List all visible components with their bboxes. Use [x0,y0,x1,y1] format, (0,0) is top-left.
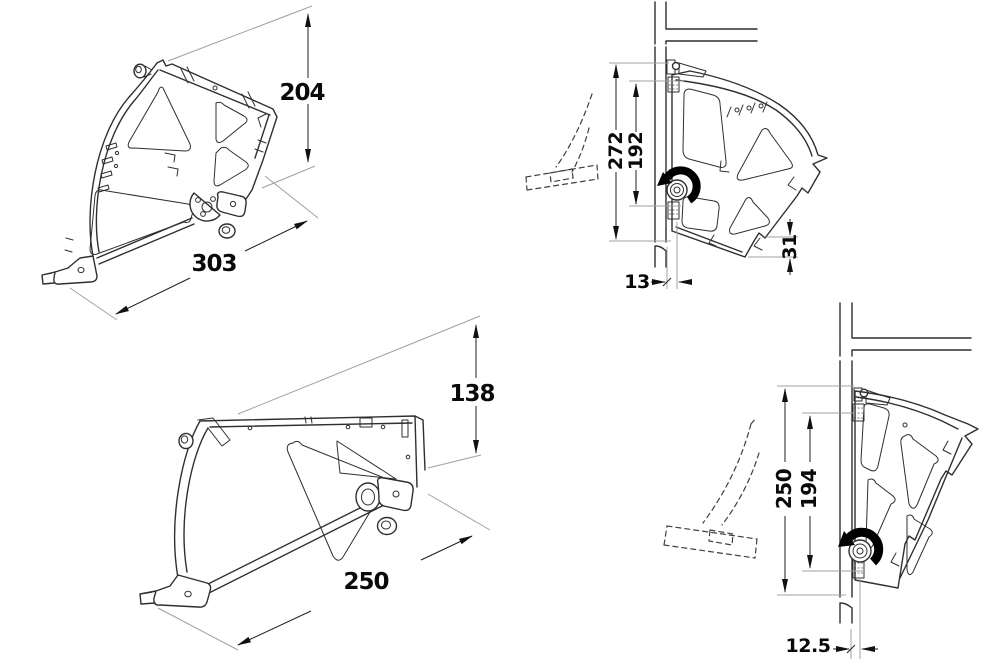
dim-label-bottom-31: 31 [779,234,801,259]
extension-lines [609,62,798,289]
cabinet-panel [839,302,972,624]
pivot-axis-bearing [848,539,872,563]
scale-dot [734,107,740,113]
dim-line-length-left [115,277,191,315]
screw-hole [247,425,253,431]
dim-label-large-height: 204 [279,80,324,106]
flap-plate-cutouts [860,403,952,576]
dim-label-spacing-192: 192 [625,132,647,170]
screw-hole [345,424,351,430]
dim-label-small-height: 138 [449,381,494,407]
dim-label-overall-250: 250 [772,469,796,509]
fixing-stud [376,516,398,536]
plate-cutouts [89,86,249,255]
dim-label-offset-13: 13 [624,271,649,293]
fixing-stud [218,223,236,239]
pivot-hub [189,191,247,222]
flap-plate-outline [854,390,979,589]
rotation-arrow-icon [657,166,701,204]
flap-plate-outline [671,70,828,258]
screw-hole [902,422,908,428]
plate-cutouts [286,440,397,561]
view-large-bracket-iso: 204 303 [41,5,326,321]
view-small-bracket-installed: 250 194 12.5 [663,302,979,659]
extension-lines [777,385,865,659]
bracket-outline [173,415,426,595]
bracket-plate-outline [89,59,278,265]
dim-12-5-tick [846,644,856,654]
dim-label-spacing-194: 194 [797,469,821,509]
guide-pin [178,432,194,450]
guide-pin [133,63,153,79]
edge-details [197,416,409,447]
angle-scale-ticks [726,101,768,118]
scale-dot [746,105,752,111]
dim-label-small-length: 250 [343,569,388,595]
dim-label-large-length: 303 [191,251,236,277]
scale-dot [758,103,764,109]
screw-hole [380,424,386,430]
rotation-arrow-icon [838,527,884,566]
edge-notches [64,66,267,253]
dim-label-overall-272: 272 [605,132,627,170]
dashed-flap-outline [663,417,760,559]
mounting-foot [139,574,212,608]
extension-lines [157,315,491,651]
slot-hole [113,163,119,169]
dim-label-offset-12-5: 12.5 [786,635,831,657]
pivot-axis-bearing [666,179,688,201]
cabinet-panel [654,1,758,268]
dim-13-tick [662,277,672,287]
screw-hole [212,85,218,91]
flap-plate-cutouts [681,88,797,251]
extension-lines [69,5,319,321]
slot-hole [114,150,120,156]
pivot-boss [355,477,414,512]
dim-line-length-right [420,535,473,561]
screw-hole [405,454,411,460]
dim-line-length-left [237,610,312,646]
adjustment-slots [97,142,179,193]
mounting-foot [41,255,98,285]
view-large-bracket-installed: 272 192 13 31 [525,1,828,293]
dim-line-length-right [244,220,308,252]
dashed-flap-outline [525,93,599,191]
view-small-bracket-iso: 138 250 [139,315,496,651]
